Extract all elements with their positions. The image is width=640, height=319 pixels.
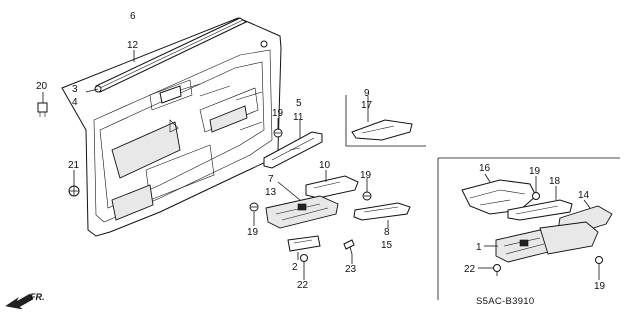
callout-23: 23 (345, 264, 357, 275)
callout-17: 17 (361, 100, 373, 111)
callout-10: 10 (319, 160, 331, 171)
inset-9-17 (345, 95, 426, 147)
callout-2: 2 (292, 262, 298, 273)
callout-14: 14 (578, 190, 590, 201)
callout-19-b: 19 (360, 170, 372, 181)
callout-labels: 6 12 3 4 20 21 19 5 11 9 17 10 7 13 19 1… (36, 11, 606, 292)
door-lining-panel (61, 17, 282, 237)
callout-19-c: 19 (247, 227, 259, 238)
switch-2 (287, 235, 321, 252)
screw-19-a (273, 128, 283, 138)
callout-13: 13 (265, 187, 277, 198)
callout-7: 7 (268, 174, 274, 185)
callout-19-a: 19 (272, 108, 284, 119)
screw-19-c (249, 202, 259, 212)
callout-6: 6 (130, 11, 136, 22)
callout-18: 18 (549, 176, 561, 187)
leader-lines (42, 50, 600, 280)
callout-20: 20 (36, 81, 48, 92)
callout-19-d: 19 (529, 166, 541, 177)
screw-23 (343, 239, 355, 255)
front-direction-arrow: FR. (5, 292, 45, 310)
callout-21: 21 (68, 160, 80, 171)
clip-20 (37, 102, 48, 117)
callout-1: 1 (476, 242, 482, 253)
callout-9: 9 (364, 88, 370, 99)
cover-5-11 (263, 131, 323, 169)
screw-22-a (300, 254, 308, 268)
screw-21 (68, 185, 80, 197)
callout-12: 12 (127, 40, 139, 51)
inset-lower-right (437, 157, 620, 300)
callout-11: 11 (293, 112, 304, 123)
callout-19-e: 19 (594, 281, 606, 292)
callout-15: 15 (381, 240, 393, 251)
handle-10 (305, 175, 359, 199)
callout-5: 5 (296, 98, 302, 109)
weatherstrip (94, 17, 248, 93)
callout-22-b: 22 (464, 264, 476, 275)
switch-panel-7-13 (265, 195, 339, 229)
callout-22-a: 22 (297, 280, 309, 291)
screw-19-b (362, 191, 372, 201)
armrest-8-15 (353, 202, 411, 221)
diagram-code: S5AC-B3910 (476, 296, 534, 307)
callout-8: 8 (384, 227, 390, 238)
callout-16: 16 (479, 163, 491, 174)
direction-label: FR. (30, 292, 45, 302)
callout-3: 3 (72, 84, 78, 95)
callout-4: 4 (72, 97, 78, 108)
